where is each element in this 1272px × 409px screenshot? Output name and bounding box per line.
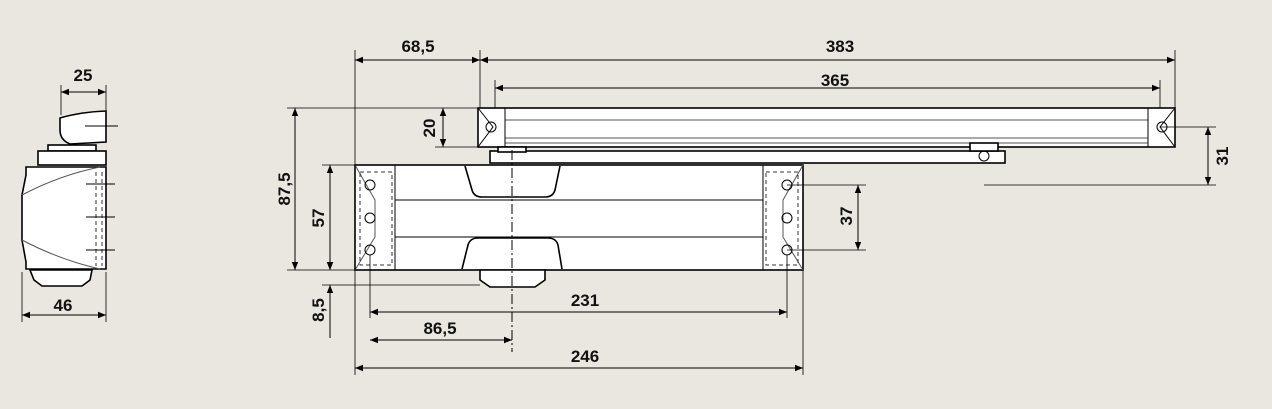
side-plate: [37, 150, 107, 166]
dim-label-37: 37: [837, 207, 856, 226]
dim-label-86-5: 86,5: [423, 319, 456, 338]
arm-rail: [477, 107, 1176, 148]
slide-arm: [489, 150, 1006, 164]
front-view: 68,5 383 365 87,5 57 20 31 37 8,5 231 86…: [275, 37, 1232, 375]
dim-label-8-5: 8,5: [309, 298, 328, 322]
closer-body: [354, 164, 804, 271]
side-view: 25 46: [21, 66, 118, 322]
dim-label-57: 57: [309, 209, 328, 228]
dim-label-365: 365: [821, 71, 849, 90]
side-bottom: [28, 269, 93, 287]
dim-label-20: 20: [420, 119, 439, 138]
dim-label-231: 231: [571, 291, 599, 310]
dim-label-46: 46: [54, 296, 73, 315]
dim-label-31: 31: [1213, 147, 1232, 166]
dim-label-246: 246: [571, 347, 599, 366]
side-arm-cap: [59, 110, 107, 145]
dim-label-68-5: 68,5: [401, 37, 434, 56]
dim-label-25: 25: [74, 66, 93, 85]
dim-label-383: 383: [826, 37, 854, 56]
side-body: [21, 166, 107, 270]
dim-label-87-5: 87,5: [275, 172, 294, 205]
